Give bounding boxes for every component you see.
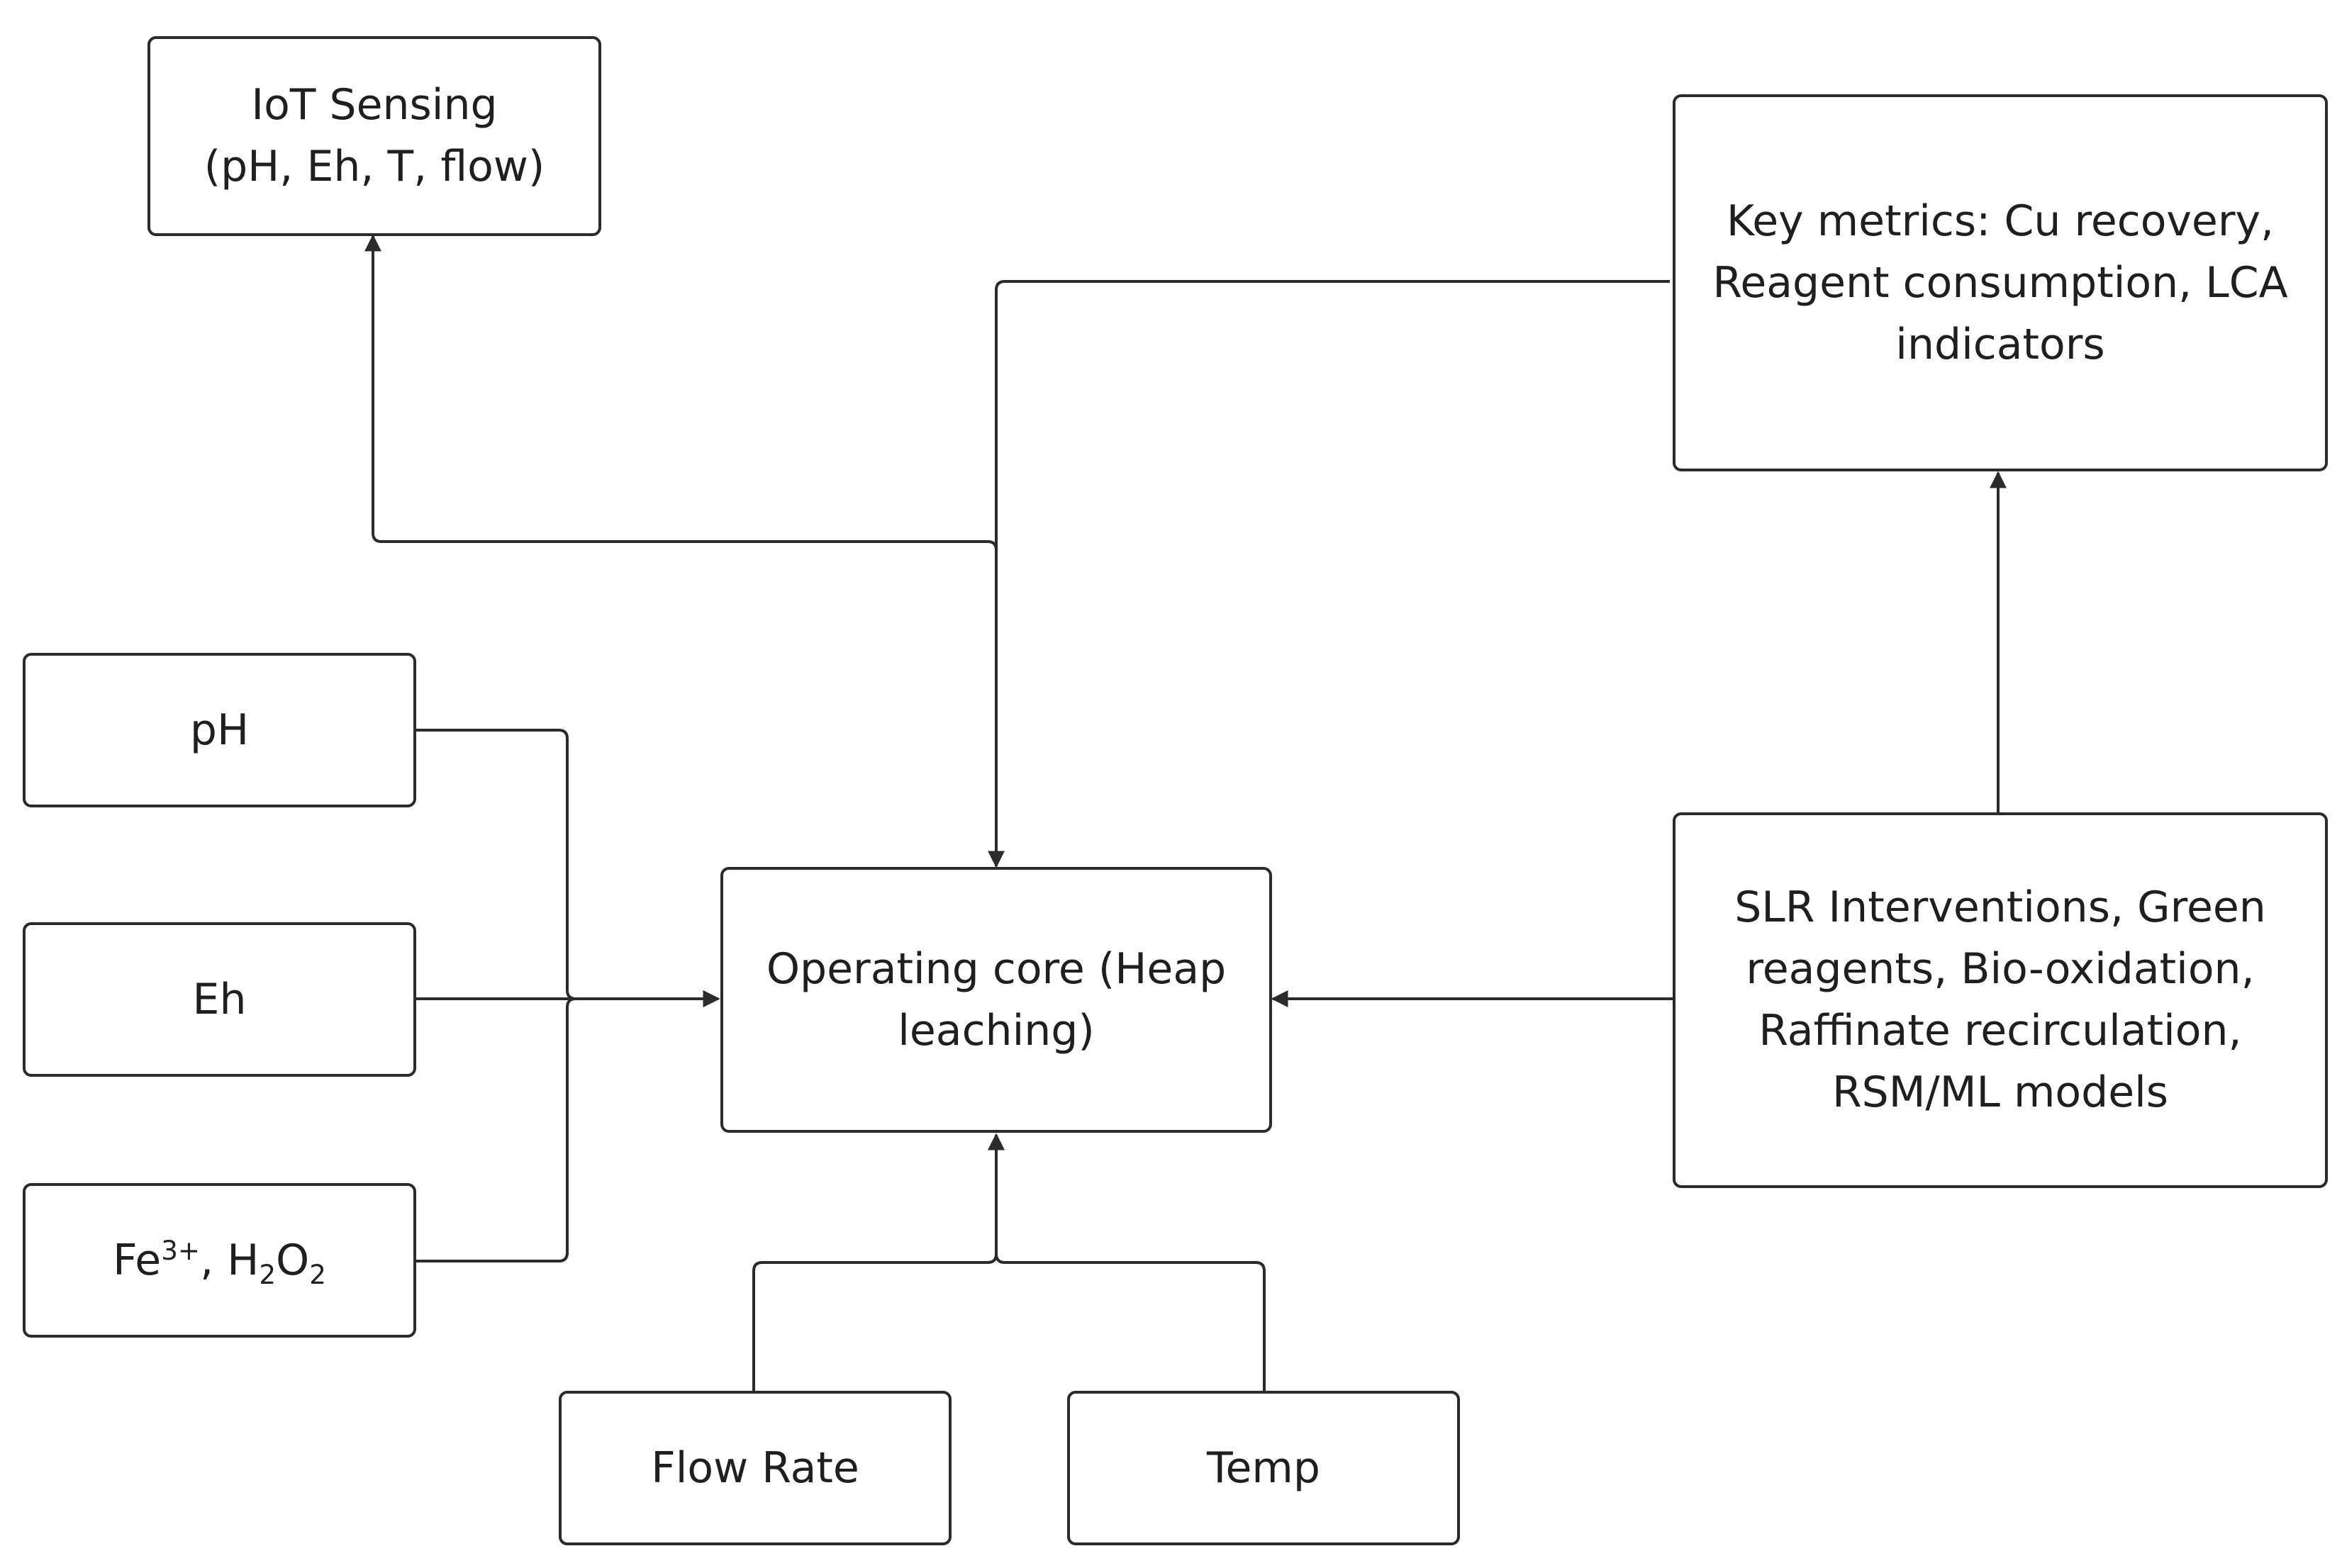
operating-core-node: Operating core (Heap leaching) [720, 867, 1272, 1133]
iot-sensing-node: IoT Sensing (pH, Eh, T, flow) [147, 36, 601, 236]
fe-to-core-connector [413, 990, 720, 1262]
slr-interventions-node: SLR Interventions, Green reagents, Bio-o… [1673, 812, 2328, 1188]
iot-sensing-params: (pH, Eh, T, flow) [203, 142, 545, 191]
slr-line2: reagents, Bio-oxidation, [1746, 944, 2255, 994]
flow-to-core-connector [752, 1133, 1005, 1391]
fe-h2o2-node: Fe3+, H2O2 [23, 1183, 416, 1338]
slr-line3: Raffinate recirculation, [1758, 1006, 2242, 1055]
operating-core-line2: leaching) [898, 1005, 1095, 1055]
key-metrics-line3: indicators [1895, 319, 2105, 369]
eh-node: Eh [23, 922, 416, 1077]
trunk-to-iot-connector [364, 234, 998, 551]
metrics-to-core-connector [988, 280, 1670, 868]
ph-label: pH [189, 705, 250, 755]
temp-label: Temp [1207, 1443, 1320, 1493]
operating-core-line1: Operating core (Heap [766, 943, 1227, 994]
flow-rate-node: Flow Rate [559, 1391, 952, 1545]
flow-rate-label: Flow Rate [651, 1443, 859, 1493]
key-metrics-line2: Reagent consumption, LCA [1712, 257, 2288, 308]
ph-to-core-connector [413, 729, 720, 1007]
temp-to-core-connector [988, 1133, 1266, 1391]
temp-node: Temp [1067, 1391, 1460, 1545]
key-metrics-node: Key metrics: Cu recovery, Reagent consum… [1673, 94, 2328, 471]
slr-line4: RSM/ML models [1831, 1068, 2169, 1117]
fe-h2o2-label: Fe3+, H2O2 [113, 1234, 326, 1290]
iot-sensing-title: IoT Sensing [251, 80, 498, 130]
key-metrics-line1: Key metrics: Cu recovery, [1726, 196, 2275, 246]
slr-line1: SLR Interventions, Green [1734, 883, 2266, 932]
eh-label: Eh [192, 974, 247, 1024]
ph-node: pH [23, 653, 416, 807]
